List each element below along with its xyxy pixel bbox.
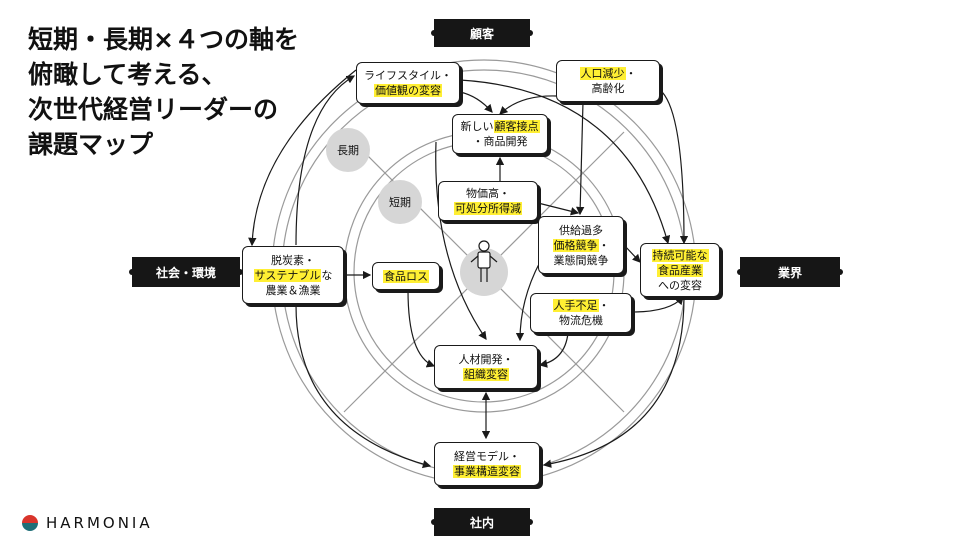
node-population: 人口減少・ 高齢化 — [556, 60, 660, 102]
title-line-3: 次世代経営リーダーの — [28, 95, 279, 124]
arrow-population-newcustomer — [499, 95, 557, 115]
harmonia-logo: HARMONIA — [20, 513, 153, 533]
node-decarbonization: 脱炭素・ サステナブルな 農業＆漁業 — [242, 246, 344, 304]
page-title: 短期・長期×４つの軸を 俯瞰して考える、 次世代経営リーダーの 課題マップ — [28, 22, 328, 162]
node-sustainable-food-industry: 持続可能な 食品産業 への変容 — [640, 243, 720, 297]
arrow-oversupply-sustainable — [623, 244, 641, 263]
ring-label-long: 長期 — [326, 128, 370, 172]
arrow-lifestyle-sustainable — [459, 79, 671, 245]
arrow-sustainable-businessmodel — [542, 296, 685, 468]
logo-mark-icon — [22, 515, 38, 531]
node-business-model: 経営モデル・ 事業構造変容 — [434, 442, 540, 486]
node-lifestyle: ライフスタイル・ 価値観の変容 — [356, 62, 460, 104]
arrow-population-sustainable — [659, 89, 689, 245]
center-circle — [460, 248, 508, 296]
axis-society-environment: 社会・環境 — [132, 257, 240, 287]
arrow-foodloss-talent — [407, 289, 436, 368]
arrow-prices-oversupply — [537, 202, 580, 216]
node-talent-development: 人材開発・ 組織変容 — [434, 345, 538, 389]
arrow-labor-sustainable — [631, 296, 684, 313]
axis-internal: 社内 — [434, 508, 530, 536]
logo-text: HARMONIA — [46, 514, 153, 532]
arrow-labor-talent — [538, 332, 569, 368]
person-icon — [470, 240, 498, 282]
title-line-1: 短期・長期×４つの軸を — [28, 25, 299, 54]
ring-label-short: 短期 — [378, 180, 422, 224]
axis-industry: 業界 — [740, 257, 840, 287]
axis-customer: 顧客 — [434, 19, 530, 47]
node-rising-prices: 物価高・ 可処分所得減 — [438, 181, 538, 221]
arrow-lifestyle-decarbon — [248, 69, 357, 247]
arrow-lifestyle-newcustomer — [459, 91, 493, 113]
title-line-4: 課題マップ — [28, 130, 154, 159]
node-labor-shortage: 人手不足・ 物流危機 — [530, 293, 632, 333]
arrow-decarbon-lifestyle — [295, 75, 356, 246]
arrow-population-oversupply — [575, 101, 585, 216]
title-line-2: 俯瞰して考える、 — [28, 60, 227, 89]
node-food-loss: 食品ロス — [372, 262, 440, 290]
arrow-decarbon-businessmodel — [295, 304, 432, 469]
node-oversupply: 供給過多 価格競争・ 業態間競争 — [538, 216, 624, 274]
node-new-customer-contact: 新しい顧客接点 ・商品開発 — [452, 114, 548, 154]
arrow-newcustomer-talent — [435, 141, 487, 340]
arrow-oversupply-talent — [515, 261, 541, 342]
arrows — [248, 69, 689, 469]
